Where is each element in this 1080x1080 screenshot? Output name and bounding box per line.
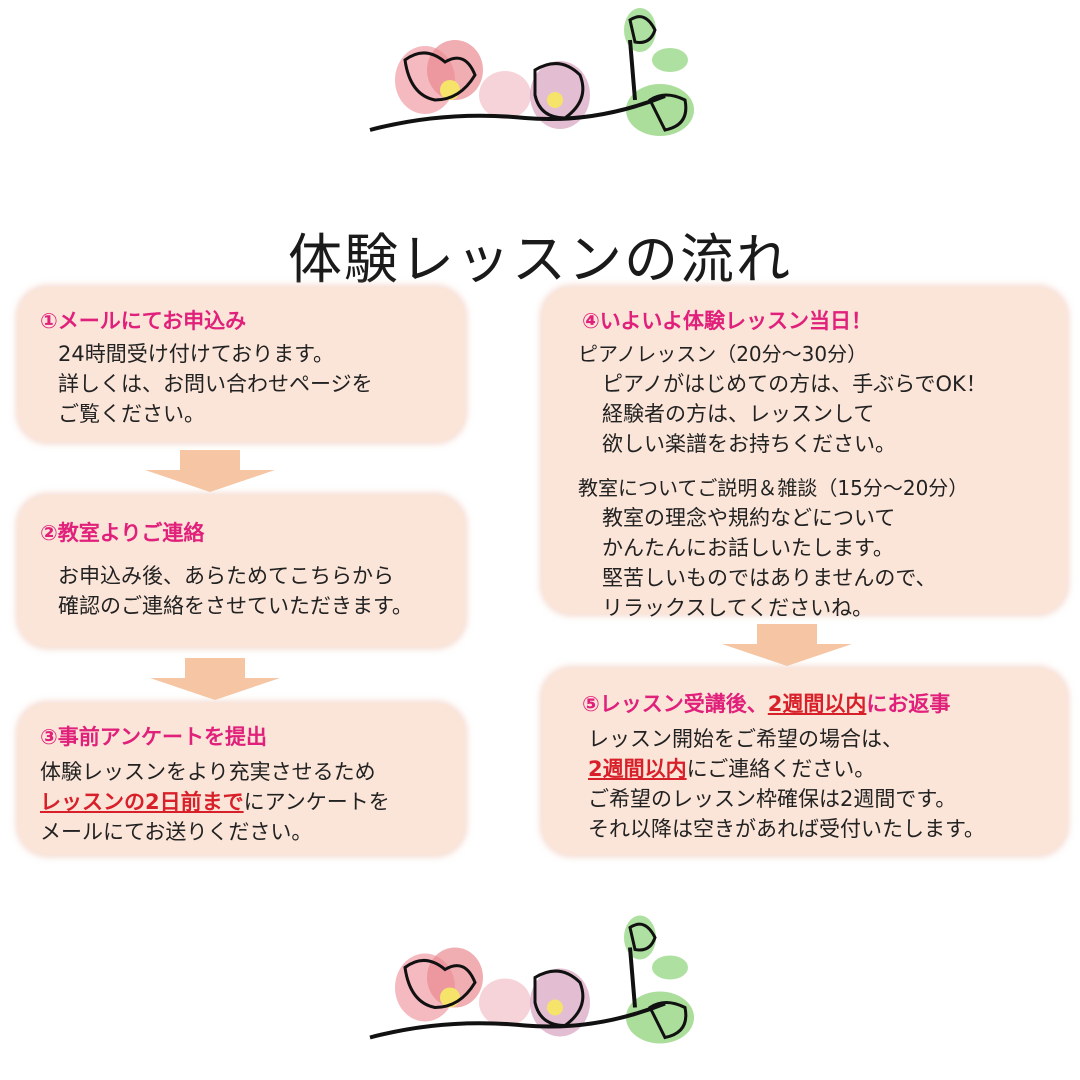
classroom-talk-line: 堅苦しいものではありませんので、 — [602, 566, 937, 590]
step-1-box: ①メールにてお申込み 24時間受け付けております。 詳しくは、お問い合わせページ… — [18, 287, 465, 442]
step-3-line-rest: にアンケートを — [243, 790, 390, 814]
flower-decoration-bottom-icon — [369, 915, 694, 1044]
classroom-talk-line: リラックスしてくださいね。 — [602, 596, 874, 620]
piano-lesson-line: 欲しい楽譜をお持ちください。 — [602, 432, 896, 456]
step-5-line: 2週間以内にご連絡ください。 — [588, 754, 985, 784]
step-2-line: お申込み後、あらためてこちらから — [58, 564, 394, 588]
classroom-talk-line: かんたんにお話しいたします。 — [602, 536, 894, 560]
step-5-line: それ以降は空きがあれば受付いたします。 — [588, 817, 985, 841]
page-title: 体験レッスンの流れ — [288, 228, 792, 291]
step-3-line: 体験レッスンをより充実させるため — [40, 760, 376, 784]
step-1-body: 24時間受け付けております。 詳しくは、お問い合わせページを ご覧ください。 — [58, 339, 373, 429]
flower-decoration-top-icon — [369, 8, 694, 136]
piano-lesson-line: 経験者の方は、レッスンして — [602, 402, 875, 426]
step-5-heading-post: にお返事 — [866, 692, 951, 716]
classroom-talk-line: 教室の理念や規約などについて — [602, 506, 896, 530]
classroom-talk-heading: 教室についてご説明＆雑談（15分～20分） — [578, 476, 969, 500]
arrow-down-1-icon — [145, 450, 275, 492]
step-4-body: ピアノレッスン（20分～30分） ピアノがはじめての方は、手ぶらでOK！ 経験者… — [578, 339, 987, 623]
step-5-heading: ⑤レッスン受講後、2週間以内にお返事 — [582, 688, 950, 718]
piano-lesson-heading: ピアノレッスン（20分～30分） — [578, 342, 868, 366]
step-2-body: お申込み後、あらためてこちらから 確認のご連絡をさせていただきます。 — [58, 561, 413, 621]
arrow-down-3-icon — [722, 624, 852, 666]
step-3-body: 体験レッスンをより充実させるため レッスンの2日前までにアンケートを メールにて… — [40, 757, 390, 847]
step-2-heading: ②教室よりご連絡 — [40, 521, 205, 545]
step-4-heading: ④いよいよ体験レッスン当日！ — [582, 309, 872, 333]
step-5-heading-pre: ⑤レッスン受講後、 — [582, 692, 768, 716]
piano-lesson-line: ピアノがはじめての方は、手ぶらでOK！ — [602, 372, 987, 396]
step-1-line: 24時間受け付けております。 — [58, 342, 334, 366]
step-4-box: ④いよいよ体験レッスン当日！ ピアノレッスン（20分～30分） ピアノがはじめて… — [542, 287, 1067, 620]
step-1-line: 詳しくは、お問い合わせページを — [58, 372, 373, 396]
step-2-line: 確認のご連絡をさせていただきます。 — [58, 594, 413, 618]
step-5-box: ⑤レッスン受講後、2週間以内にお返事 レッスン開始をご希望の場合は、 2週間以内… — [542, 668, 1067, 855]
step-2-box: ②教室よりご連絡 お申込み後、あらためてこちらから 確認のご連絡をさせていただき… — [18, 495, 465, 647]
step-1-heading: ①メールにてお申込み — [40, 309, 247, 333]
step-5-highlight: 2週間以内 — [588, 757, 687, 781]
step-3-box: ③事前アンケートを提出 体験レッスンをより充実させるため レッスンの2日前までに… — [18, 703, 465, 855]
step-5-body: レッスン開始をご希望の場合は、 2週間以内にご連絡ください。 ご希望のレッスン枠… — [588, 724, 985, 844]
step-3-line: レッスンの2日前までにアンケートを — [40, 787, 390, 817]
step-3-highlight: レッスンの2日前まで — [40, 790, 244, 814]
arrow-down-2-icon — [150, 658, 280, 700]
step-5-line: レッスン開始をご希望の場合は、 — [588, 727, 903, 751]
step-5-line: ご希望のレッスン枠確保は2週間です。 — [588, 787, 957, 811]
step-5-line-rest: にご連絡ください。 — [686, 757, 876, 781]
step-5-heading-highlight: 2週間以内 — [767, 692, 867, 716]
step-3-line: メールにてお送りください。 — [40, 820, 313, 844]
step-3-heading: ③事前アンケートを提出 — [40, 725, 267, 749]
step-1-line: ご覧ください。 — [58, 402, 205, 426]
